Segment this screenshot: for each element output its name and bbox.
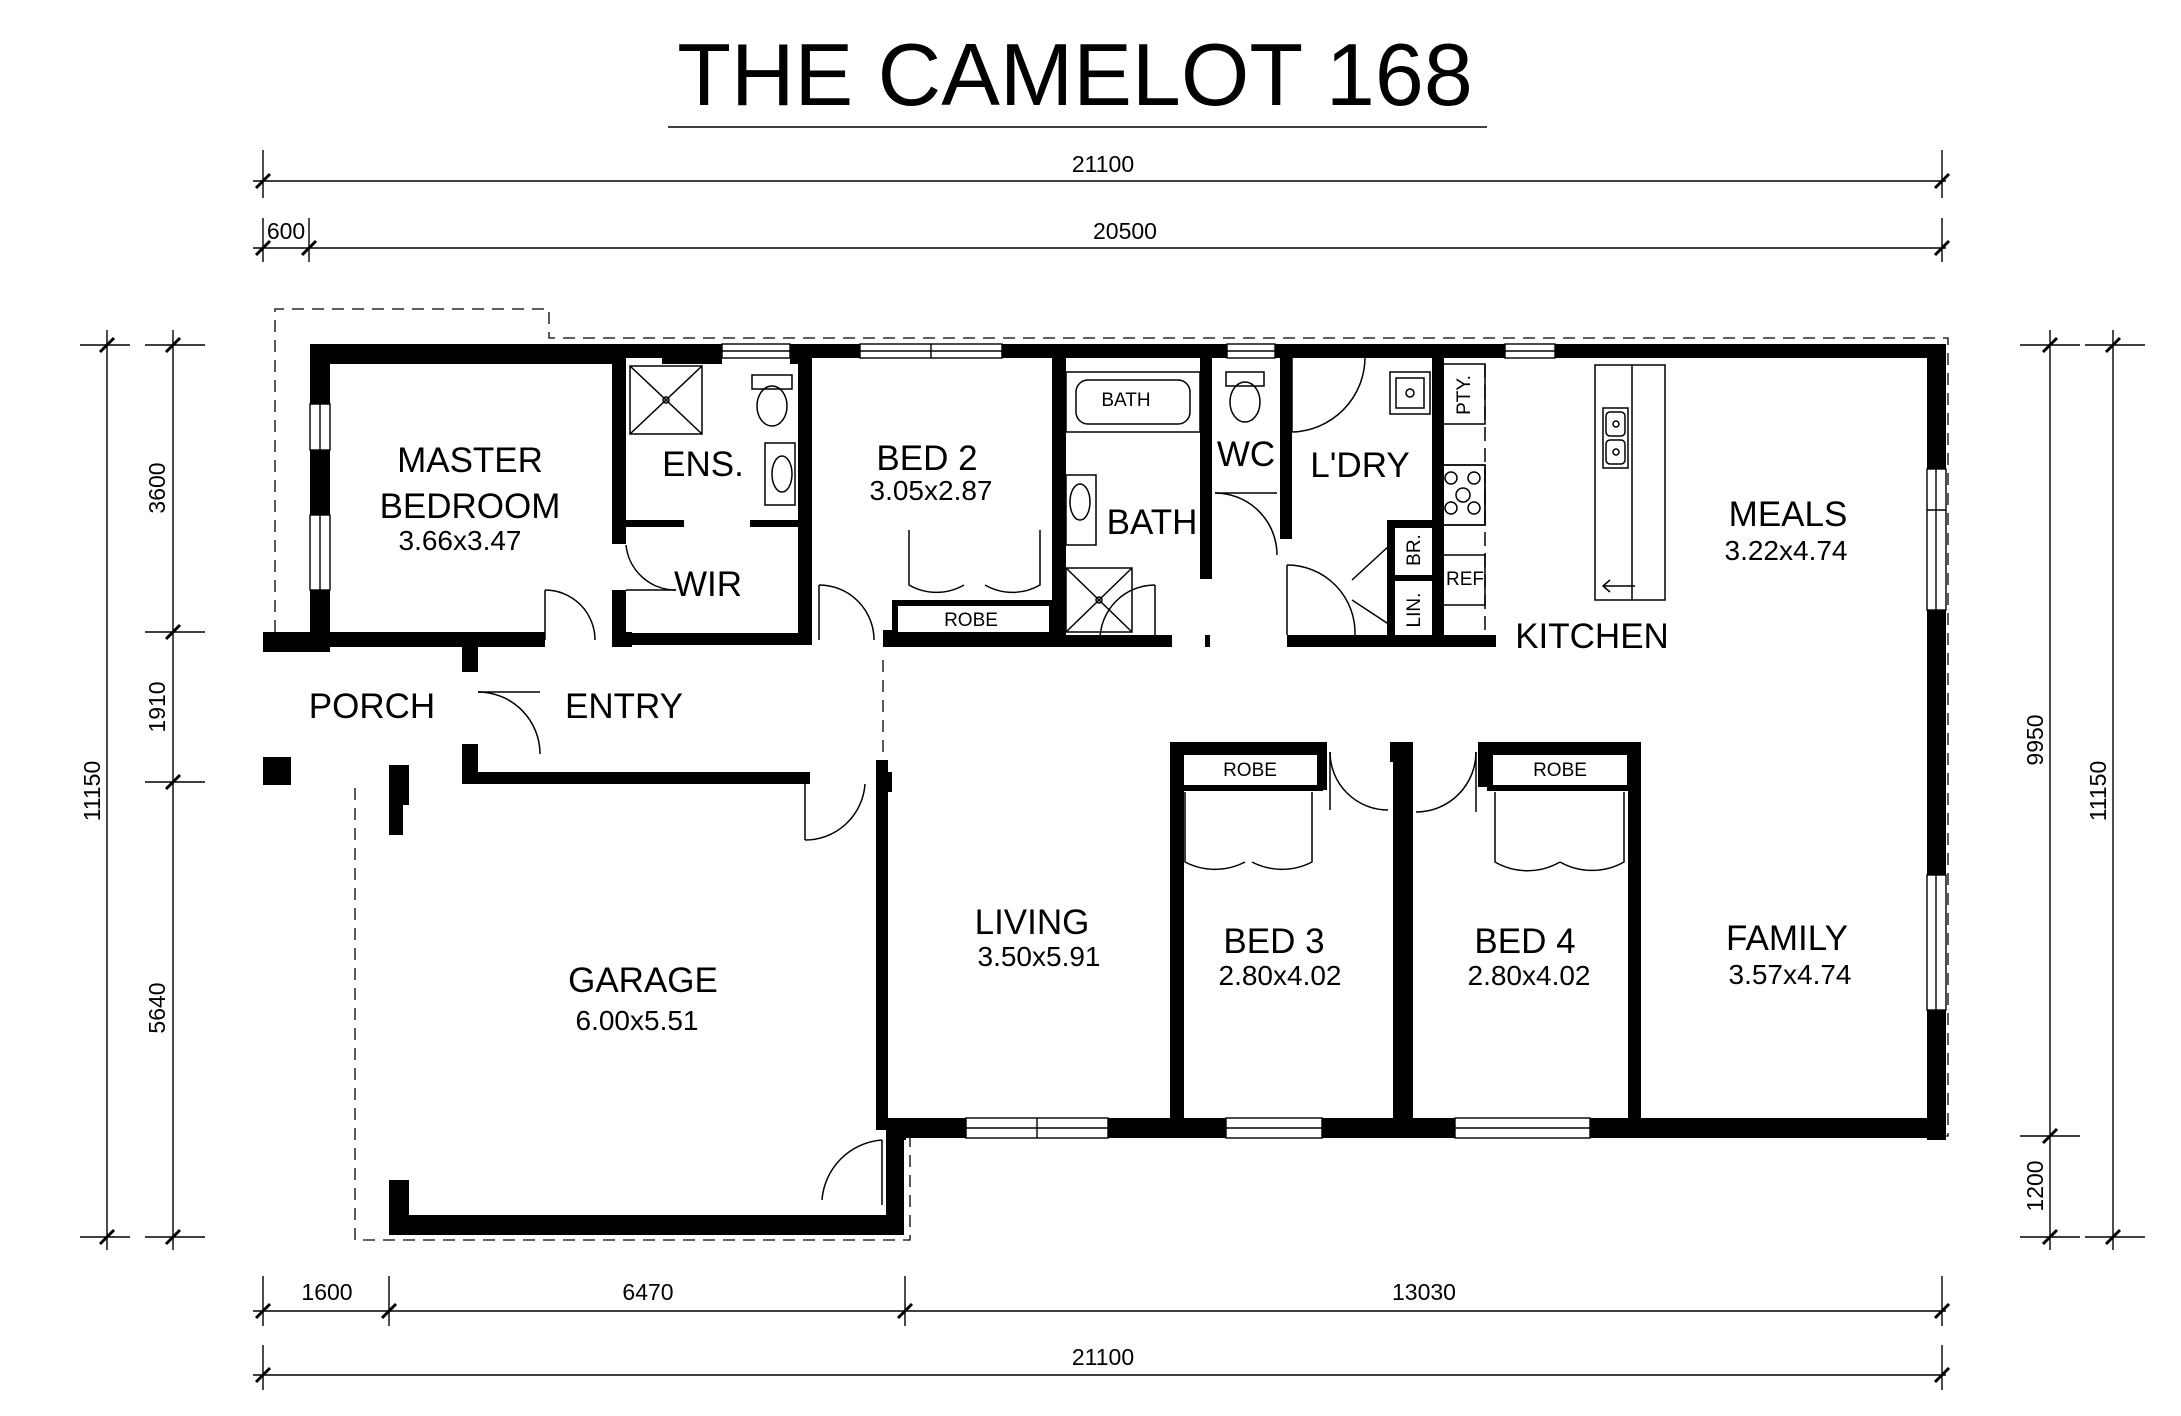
window-icon: [1454, 1117, 1591, 1139]
door-swing-icon: [804, 783, 866, 841]
br-label: BR.: [1404, 534, 1425, 566]
cooktop-icon: [1439, 464, 1486, 526]
eave-lines: [274, 308, 1949, 1241]
dim-top-sub-left: 600: [267, 218, 305, 244]
doors: [477, 355, 1625, 1205]
dim-left-overall: 11150: [79, 761, 105, 822]
dim-right-lower: 1200: [2022, 1160, 2048, 1211]
dimension-labels: 21100 600 20500 11150 3600 1910 5640 995…: [79, 151, 2111, 1370]
door-swing-icon: [1214, 492, 1278, 556]
dim-left-lower: 5640: [144, 982, 170, 1033]
bathtub-label: BATH: [1101, 390, 1150, 411]
window-icon: [721, 343, 791, 359]
bath-label: BATH: [1107, 503, 1198, 542]
bed4-size: 2.80x4.02: [1468, 960, 1591, 991]
robes: [892, 600, 1633, 791]
bed3-label: BED 3: [1223, 922, 1324, 961]
master-bedroom-size: 3.66x3.47: [399, 525, 522, 556]
windows: [309, 343, 1947, 1139]
door-swing-icon: [908, 530, 1041, 594]
window-icon: [1226, 343, 1276, 359]
door-swing-icon: [1099, 584, 1156, 641]
door-swing-icon: [1351, 544, 1391, 626]
door-swing-icon: [1494, 792, 1625, 872]
living-label: LIVING: [975, 903, 1090, 942]
ens-label: ENS.: [662, 445, 744, 484]
kitchen-label: KITCHEN: [1515, 617, 1669, 656]
walls: [263, 344, 1946, 1235]
window-icon: [1504, 343, 1556, 359]
wc-label: WC: [1217, 435, 1275, 474]
master-bedroom-label-line2: BEDROOM: [380, 487, 561, 526]
dim-right-main: 9950: [2022, 714, 2048, 765]
door-swing-icon: [821, 1139, 883, 1205]
bed4-label: BED 4: [1474, 922, 1575, 961]
garage-size: 6.00x5.51: [576, 1005, 699, 1036]
living-size: 3.50x5.91: [978, 941, 1101, 972]
porch-label: PORCH: [309, 687, 435, 726]
window-icon: [1926, 874, 1947, 1011]
dim-top-sub-main: 20500: [1093, 218, 1157, 244]
ref-label: REF: [1446, 569, 1484, 590]
bed2-label: BED 2: [876, 439, 977, 478]
dim-bottom-1: 1600: [301, 1279, 352, 1305]
window-icon: [965, 1117, 1109, 1139]
bed3-size: 2.80x4.02: [1219, 960, 1342, 991]
dim-bottom-overall: 21100: [1072, 1344, 1134, 1370]
toilet-icon: [751, 374, 793, 427]
door-swing-icon: [818, 584, 875, 641]
garage-label: GARAGE: [568, 961, 718, 1000]
dimension-lines: [80, 150, 2145, 1390]
door-swing-icon: [1415, 751, 1477, 813]
window-icon: [859, 343, 1003, 359]
dim-left-middle: 1910: [144, 681, 170, 732]
pty-label: PTY.: [1454, 375, 1475, 415]
wir-label: WIR: [674, 565, 742, 604]
window-icon: [309, 403, 331, 451]
bed4-robe-label: ROBE: [1533, 760, 1587, 781]
door-swing-icon: [477, 691, 541, 755]
shower-icon: [629, 365, 703, 435]
door-swing-icon: [1286, 564, 1356, 636]
dim-left-upper: 3600: [144, 462, 170, 513]
shower-icon: [1065, 567, 1133, 633]
plan-title: THE CAMELOT 168: [677, 25, 1473, 124]
lin-label: LIN.: [1404, 593, 1425, 628]
dim-right-overall: 11150: [2085, 761, 2111, 822]
basin-icon: [764, 442, 796, 506]
bed2-size: 3.05x2.87: [870, 475, 993, 506]
window-icon: [1926, 468, 1947, 611]
door-swing-icon: [1329, 751, 1389, 811]
sink-icon: [1602, 407, 1629, 469]
dim-bottom-2: 6470: [622, 1279, 673, 1305]
dim-bottom-3: 13030: [1392, 1279, 1456, 1305]
meals-label: MEALS: [1729, 495, 1848, 534]
door-swing-icon: [1184, 792, 1313, 871]
family-label: FAMILY: [1726, 919, 1848, 958]
room-labels: MASTER BEDROOM 3.66x3.47 ENS. WIR BED 2 …: [309, 375, 1852, 1036]
laundry-tub-icon: [1389, 371, 1431, 415]
door-swing-icon: [625, 544, 677, 591]
meals-size: 3.22x4.74: [1725, 535, 1848, 566]
bed3-robe-label: ROBE: [1223, 760, 1277, 781]
window-icon: [309, 514, 331, 591]
window-icon: [1225, 1117, 1323, 1139]
door-swing-icon: [1291, 355, 1366, 433]
entry-label: ENTRY: [565, 687, 683, 726]
toilet-icon: [1225, 371, 1265, 423]
bed2-robe-label: ROBE: [944, 610, 998, 631]
dim-top-overall: 21100: [1072, 151, 1134, 177]
door-swing-icon: [544, 589, 596, 641]
ldry-label: L'DRY: [1310, 446, 1409, 485]
family-size: 3.57x4.74: [1729, 959, 1852, 990]
bathtub-icon: [1065, 371, 1201, 433]
master-bedroom-label-line1: MASTER: [397, 441, 543, 480]
basin-icon: [1065, 474, 1097, 546]
fixtures: [629, 363, 1666, 633]
